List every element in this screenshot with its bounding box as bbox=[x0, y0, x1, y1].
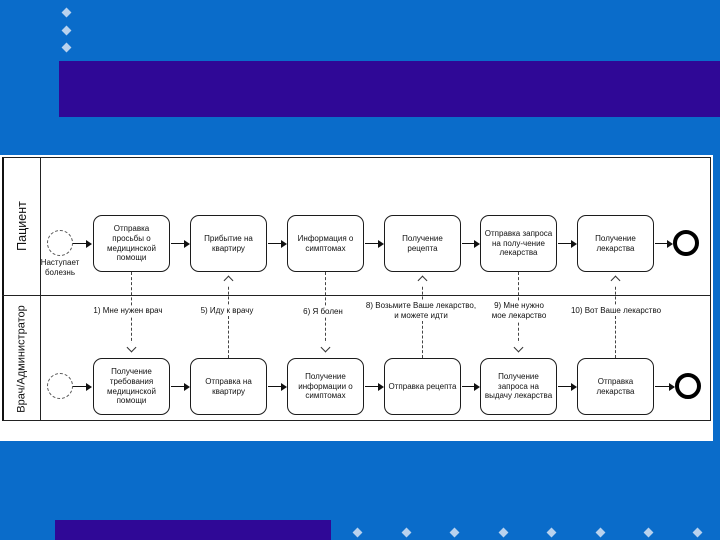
footer-diamond-icon bbox=[449, 527, 460, 538]
footer-diamond-icon bbox=[595, 527, 606, 538]
footer-diamond-icon bbox=[692, 527, 703, 538]
lane-label-column-divider bbox=[40, 157, 41, 421]
footer-diamond-icon bbox=[498, 527, 509, 538]
sequence-flow bbox=[365, 383, 384, 391]
message-label-5: 5) Иду к врачу bbox=[191, 306, 263, 316]
lane-patient-label: Пациент bbox=[14, 201, 29, 251]
lane-doctor-admin: Врач/Администратор bbox=[4, 297, 39, 420]
sequence-flow bbox=[268, 383, 287, 391]
sequence-flow bbox=[365, 240, 384, 248]
task-receive-prescription: Получение рецепта bbox=[384, 215, 461, 272]
end-event-patient bbox=[673, 230, 699, 256]
task-dispatch-to-apartment: Отправка на квартиру bbox=[190, 358, 267, 415]
message-flow-5 bbox=[228, 277, 229, 358]
task-receive-dispense-request: Получение запроса на выдачу лекарства bbox=[480, 358, 557, 415]
task-receive-medicine: Получение лекарства bbox=[577, 215, 654, 272]
bullet-diamond-icon bbox=[61, 25, 72, 36]
footer-diamond-icon bbox=[643, 527, 654, 538]
start-event-patient bbox=[47, 230, 73, 256]
task-send-medicine: Отправка лекарства bbox=[577, 358, 654, 415]
message-label-10: 10) Вот Ваше лекарство bbox=[566, 306, 666, 316]
task-arrival-at-apartment: Прибытие на квартиру bbox=[190, 215, 267, 272]
task-receive-help-request: Получение требования медицинской помощи bbox=[93, 358, 170, 415]
sequence-flow bbox=[171, 383, 190, 391]
task-send-medicine-request: Отправка запроса на полу-чение лекарства bbox=[480, 215, 557, 272]
task-symptom-information: Информация о симптомах bbox=[287, 215, 364, 272]
lane-divider bbox=[2, 295, 711, 296]
message-label-6: 6) Я болен bbox=[296, 307, 350, 317]
sequence-flow bbox=[268, 240, 287, 248]
end-event-doctor bbox=[675, 373, 701, 399]
start-event-doctor bbox=[47, 373, 73, 399]
slide-title-bar bbox=[59, 61, 720, 117]
bullet-diamond-icon bbox=[61, 7, 72, 18]
footer-diamond-icon bbox=[546, 527, 557, 538]
lane-doctor-admin-label: Врач/Администратор bbox=[15, 304, 28, 413]
sequence-flow bbox=[171, 240, 190, 248]
task-send-request-medical-help: Отправка просьбы о медицинской помощи bbox=[93, 215, 170, 272]
sequence-flow bbox=[655, 240, 673, 248]
bullet-diamond-icon bbox=[61, 42, 72, 53]
sequence-flow bbox=[462, 383, 480, 391]
message-label-9: 9) Мне нужно мое лекарство bbox=[486, 301, 552, 321]
sequence-flow bbox=[558, 240, 577, 248]
sequence-flow bbox=[655, 383, 675, 391]
start-event-label: Наступает болезнь bbox=[40, 258, 80, 277]
message-label-1: 1) Мне нужен врач bbox=[87, 306, 169, 316]
message-flow-10 bbox=[615, 277, 616, 358]
task-receive-symptom-information: Получение информации о симптомах bbox=[287, 358, 364, 415]
bpmn-pool-border bbox=[2, 157, 711, 421]
task-send-prescription: Отправка рецепта bbox=[384, 358, 461, 415]
sequence-flow bbox=[73, 240, 92, 248]
footer-diamond-icon bbox=[352, 527, 363, 538]
footer-diamond-icon bbox=[401, 527, 412, 538]
message-label-8: 8) Возьмите Ваше лекарство, и можете идт… bbox=[360, 301, 482, 321]
sequence-flow bbox=[558, 383, 577, 391]
footer-accent-bar bbox=[55, 520, 331, 540]
sequence-flow bbox=[73, 383, 92, 391]
sequence-flow bbox=[462, 240, 480, 248]
